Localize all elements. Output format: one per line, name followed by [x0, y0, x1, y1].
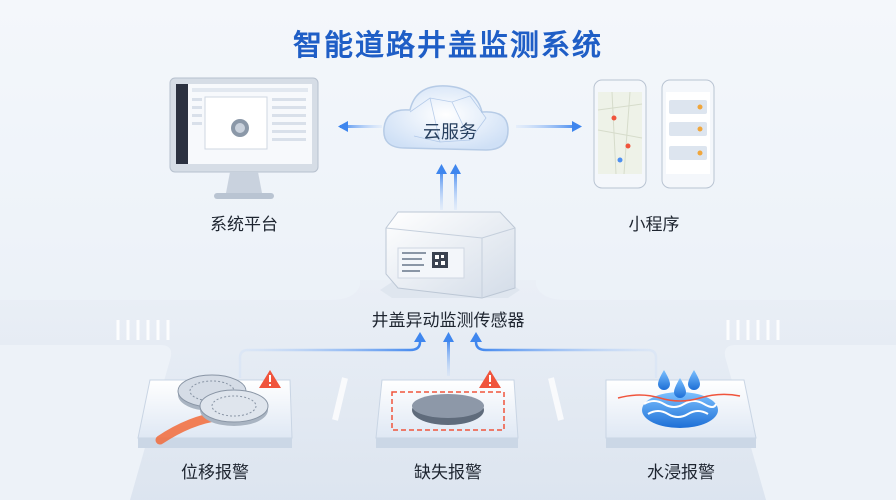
miniapp-label: 小程序 [628, 215, 680, 235]
arrow-flood-to-sensor [474, 336, 658, 378]
arrowhead-displacement [414, 332, 426, 342]
missing-cover-icon [375, 370, 519, 448]
missing-alarm-label: 缺失报警 [414, 463, 482, 483]
arrow-cloud-to-platform [338, 121, 382, 132]
arrow-displacement-to-sensor [238, 336, 422, 378]
cloud-service-label: 云服务 [423, 122, 477, 143]
flood-alarm-label: 水浸报警 [647, 463, 715, 483]
platform-label: 系统平台 [210, 215, 278, 235]
arrow-missing-to-sensor [443, 332, 454, 376]
displaced-cover-icon [137, 370, 293, 448]
sensor-label: 井盖异动监测传感器 [371, 311, 525, 331]
page-title: 智能道路井盖监测系统 [292, 28, 603, 62]
flood-icon [605, 370, 757, 448]
cloud-icon [383, 85, 509, 151]
phone-icon [593, 79, 715, 189]
displacement-alarm-label: 位移报警 [181, 463, 249, 483]
arrow-cloud-to-miniapp [516, 121, 582, 132]
sensor-box-icon [380, 211, 520, 299]
arrowhead-flood [470, 332, 482, 342]
monitor-icon [169, 77, 319, 199]
arrow-sensor-to-cloud [436, 164, 461, 210]
